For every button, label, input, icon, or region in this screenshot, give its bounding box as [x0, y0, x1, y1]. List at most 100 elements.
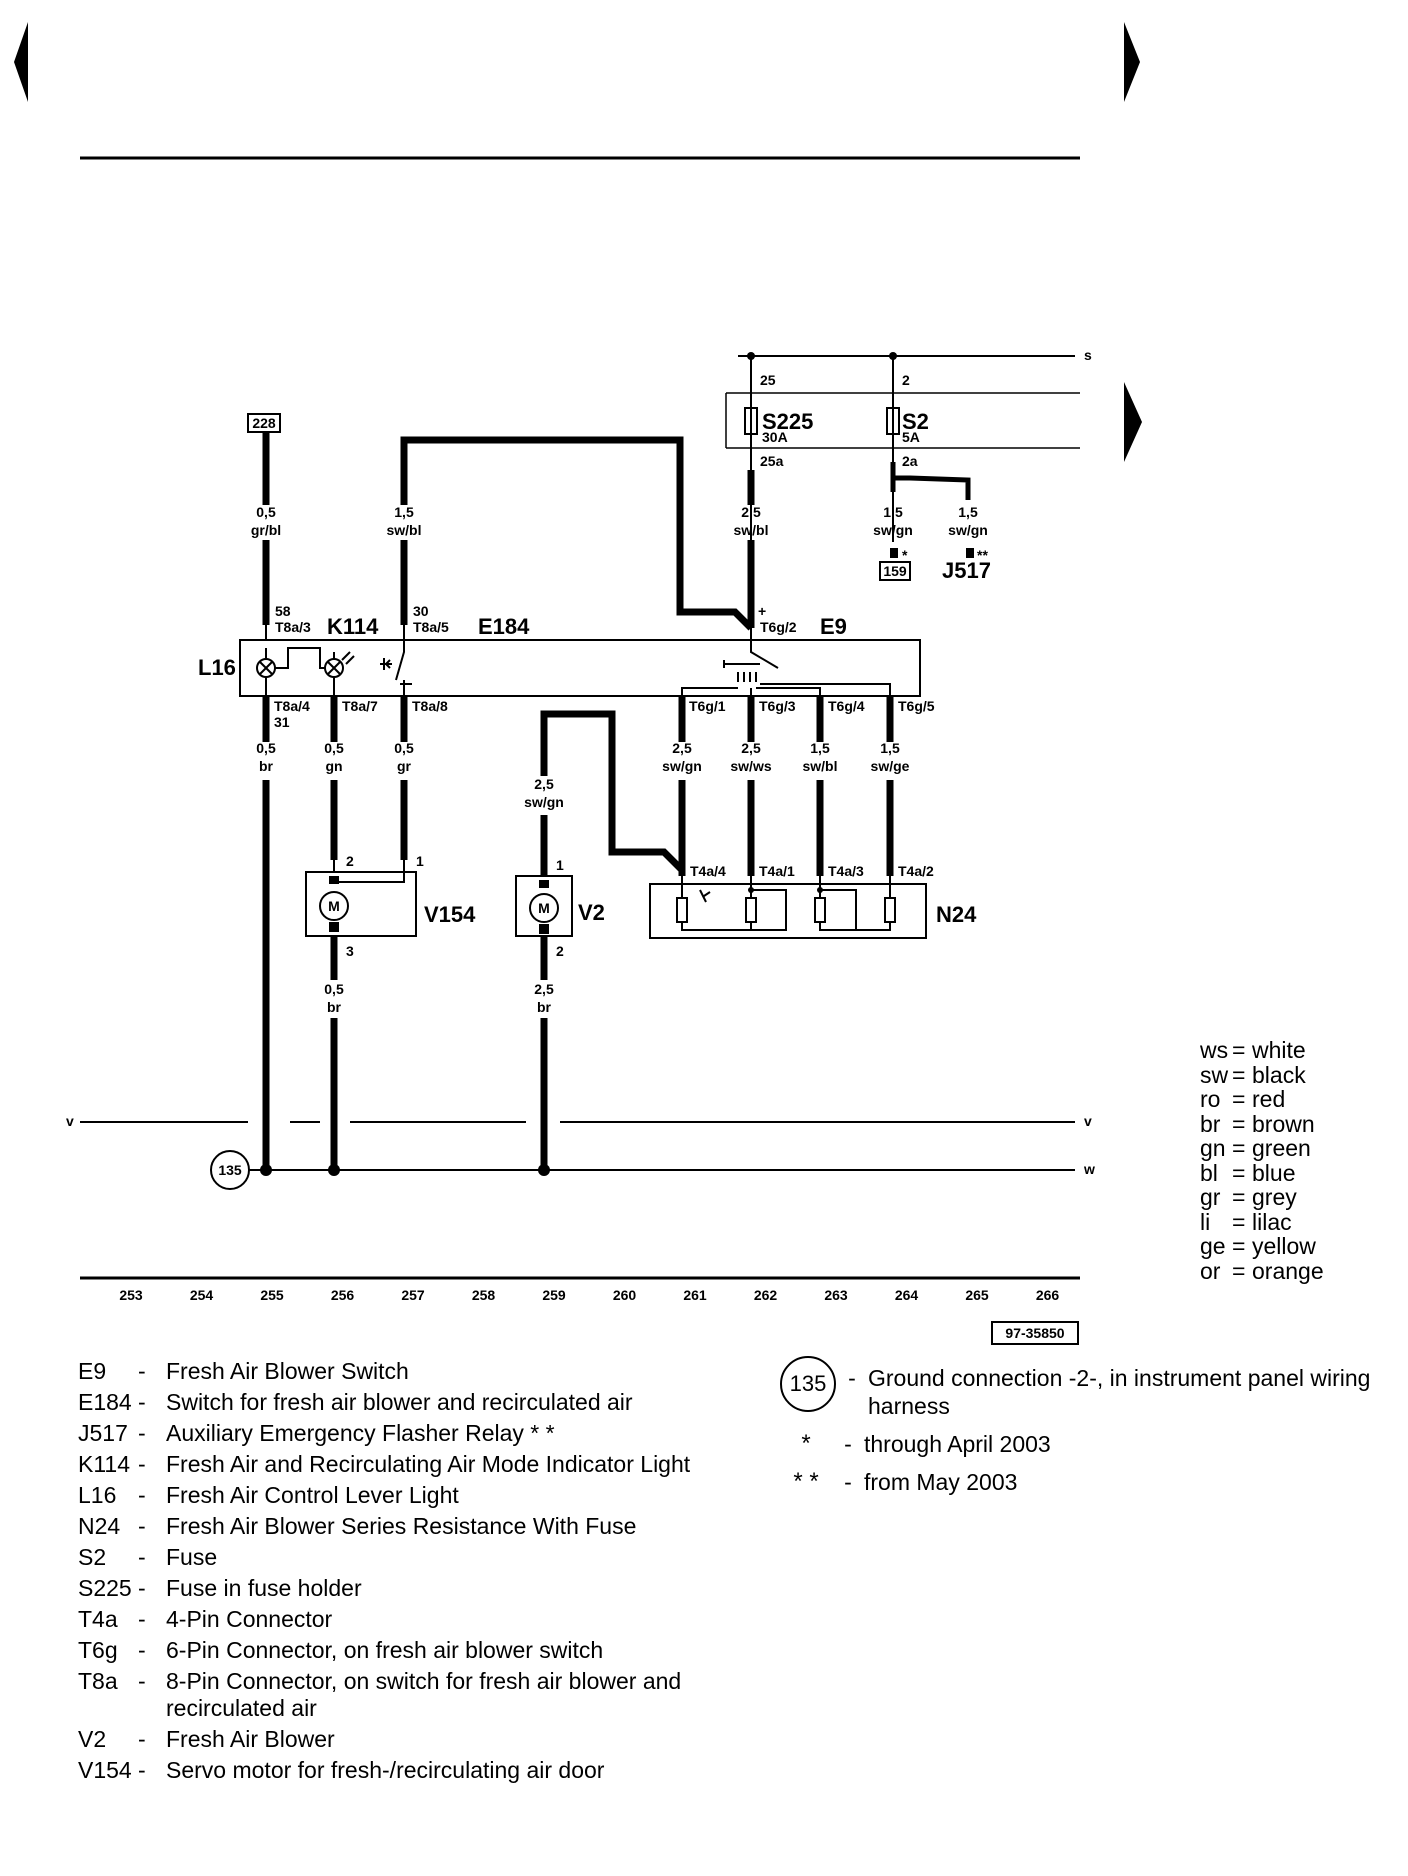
legend-code: E184 — [78, 1389, 132, 1415]
wire-label: sw/gn — [948, 522, 988, 538]
color-name: blue — [1252, 1159, 1296, 1186]
color-key-row: ro=red — [1200, 1087, 1400, 1112]
ground-135-badge — [210, 1150, 250, 1190]
legend-code: V2 — [78, 1726, 107, 1752]
marker-star: * — [902, 547, 908, 563]
legend-item: T4a-4-Pin Connector — [78, 1606, 698, 1633]
figure-id-box — [991, 1321, 1079, 1345]
legend-code: L16 — [78, 1482, 117, 1508]
equals-sign: = — [1232, 1257, 1246, 1284]
color-code: ro — [1200, 1086, 1221, 1112]
fuse-s225-rating: 30A — [762, 429, 788, 445]
pin-t8a-8: T8a/8 — [412, 698, 448, 714]
wire-label: 0,5 — [256, 740, 276, 756]
note-item: 135-Ground connection -2-, in instrument… — [780, 1356, 1380, 1420]
equals-sign: = — [1232, 1135, 1246, 1161]
color-code: ge — [1200, 1233, 1226, 1259]
pin-25a: 25a — [760, 453, 784, 469]
pin-31: 31 — [274, 714, 290, 730]
pin-25: 25 — [760, 372, 776, 388]
note-text: through April 2003 — [864, 1431, 1051, 1457]
fuse-box — [725, 392, 1080, 449]
ruler-number: 259 — [542, 1287, 566, 1303]
legend-separator: - — [138, 1389, 146, 1415]
equals-sign: = — [1232, 1159, 1246, 1186]
fuse-s2-label: S2 — [902, 409, 929, 434]
pin-t6g-1: T6g/1 — [689, 698, 726, 714]
legend-text: Switch for fresh air blower and recircul… — [166, 1389, 633, 1415]
legend-text: Auxiliary Emergency Flasher Relay * * — [166, 1420, 555, 1446]
ruler-number: 254 — [190, 1287, 214, 1303]
pin-v2-2: 2 — [556, 943, 564, 959]
ruler-number: 258 — [472, 1287, 496, 1303]
pin-v154-3: 3 — [346, 943, 354, 959]
next-page-arrow[interactable] — [1124, 22, 1140, 102]
wire-label: sw/bl — [386, 522, 421, 538]
bus-w-label: w — [1083, 1161, 1095, 1177]
ruler-number: 253 — [119, 1287, 143, 1303]
ruler-number: 257 — [401, 1287, 425, 1303]
wire-label: 2,5 — [534, 981, 554, 997]
pin-t4a-4: T4a/4 — [690, 863, 726, 879]
wire-label: br — [327, 999, 342, 1015]
ruler-number: 256 — [331, 1287, 355, 1303]
ref-228: 228 — [252, 415, 276, 431]
legend-code: V154 — [78, 1757, 132, 1783]
junction-dot — [328, 1164, 340, 1176]
wire-label: 2,5 — [741, 504, 761, 520]
note-text: Ground connection -2-, in instrument pan… — [868, 1365, 1371, 1419]
wire-label: 0,5 — [394, 740, 414, 756]
legend-text: Fresh Air and Recirculating Air Mode Ind… — [166, 1451, 691, 1477]
pin-t8a-5: T8a/5 — [413, 619, 449, 635]
wire-label: 1,5 — [810, 740, 830, 756]
marker-square — [966, 548, 974, 558]
legend-notes: 135-Ground connection -2-, in instrument… — [780, 1356, 1380, 1506]
pin-t4a-2: T4a/2 — [898, 863, 934, 879]
note-separator: - — [844, 1469, 852, 1495]
legend-item: J517-Auxiliary Emergency Flasher Relay *… — [78, 1420, 698, 1447]
ruler-number: 260 — [613, 1287, 637, 1303]
note-text: from May 2003 — [864, 1469, 1018, 1495]
color-code: bl — [1200, 1159, 1218, 1186]
pin-t4a-3: T4a/3 — [828, 863, 864, 879]
legend-code: J517 — [78, 1420, 128, 1446]
fuse-s2-rating: 5A — [902, 429, 920, 445]
color-name: grey — [1252, 1184, 1297, 1210]
legend-item: E9-Fresh Air Blower Switch — [78, 1358, 698, 1385]
color-code: br — [1200, 1110, 1221, 1137]
wire-label: 1,5 — [880, 740, 900, 756]
legend-code: N24 — [78, 1513, 121, 1539]
motor-v154-icon: M — [319, 876, 349, 932]
legend-item: S2-Fuse — [78, 1544, 698, 1571]
equals-sign: = — [1232, 1208, 1246, 1235]
legend-text: Fresh Air Blower — [166, 1726, 335, 1752]
legend-code: T8a — [78, 1668, 118, 1694]
equals-sign: = — [1232, 1110, 1246, 1137]
wire-label: 1,5 — [883, 504, 903, 520]
wire-label: 0,5 — [324, 981, 344, 997]
indicator-k114-label: K114 — [327, 614, 379, 639]
legend-separator: - — [138, 1420, 146, 1446]
color-code: sw — [1200, 1061, 1229, 1088]
color-name: white — [1252, 1037, 1306, 1063]
prev-page-arrow[interactable] — [14, 22, 28, 102]
ruler-number: 261 — [683, 1287, 707, 1303]
pin-t8a-7: T8a/7 — [342, 698, 378, 714]
color-key-row: ws=white — [1200, 1038, 1400, 1063]
wire-label: gn — [325, 758, 342, 774]
continue-arrow[interactable] — [1124, 382, 1142, 462]
legend-separator: - — [138, 1606, 146, 1632]
wire-label: 2,5 — [741, 740, 761, 756]
color-key-row: sw=black — [1200, 1061, 1400, 1088]
equals-sign: = — [1232, 1233, 1246, 1259]
legend-separator: - — [138, 1482, 146, 1508]
pin-t4a-1: T4a/1 — [759, 863, 795, 879]
wire-label: sw/ge — [871, 758, 910, 774]
pin-t6g-5: T6g/5 — [898, 698, 935, 714]
legend-item: S225-Fuse in fuse holder — [78, 1575, 698, 1602]
motor-v2-icon: M — [529, 880, 559, 934]
legend-separator: - — [138, 1668, 146, 1694]
legend-text: Fresh Air Blower Series Resistance With … — [166, 1513, 637, 1539]
